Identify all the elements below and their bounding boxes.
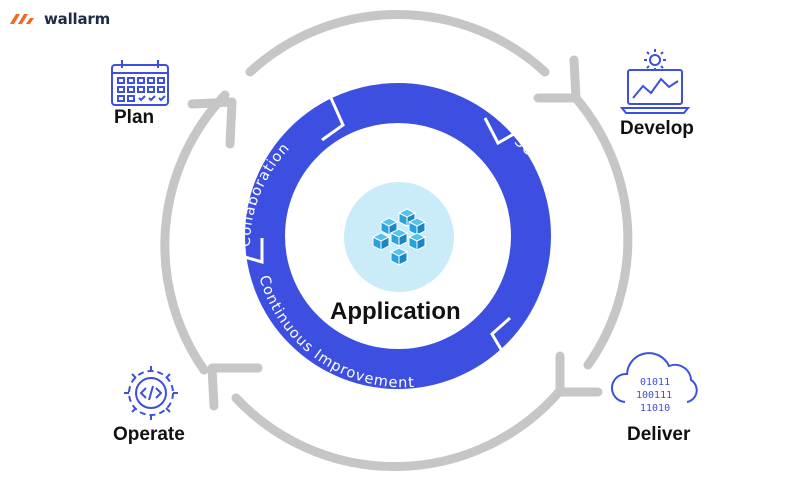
arrowhead-top-right-icon xyxy=(533,55,581,103)
cloud-binary-icon: 01011 100111 11010 xyxy=(610,352,698,414)
wallarm-logo-icon xyxy=(10,14,34,24)
calendar-icon xyxy=(111,60,169,106)
application-center xyxy=(344,182,454,292)
code-gear-icon xyxy=(124,366,178,420)
brand-logo: wallarm xyxy=(8,6,110,32)
step-plan: Plan xyxy=(114,107,155,128)
cubes-icon xyxy=(371,208,427,266)
application-title: Application xyxy=(330,298,461,325)
step-deliver: Deliver xyxy=(627,424,691,445)
arrowhead-bottom-left-icon xyxy=(207,363,263,411)
svg-text:100111: 100111 xyxy=(636,390,672,401)
step-operate: Operate xyxy=(113,424,185,445)
svg-text:11010: 11010 xyxy=(640,403,670,414)
brand-name: wallarm xyxy=(44,10,111,28)
arrowhead-bottom-right-icon xyxy=(555,351,603,397)
laptop-chart-icon xyxy=(619,49,691,114)
arrowhead-top-left-icon xyxy=(187,97,237,149)
cycle-arrows xyxy=(160,10,633,472)
svg-text:01011: 01011 xyxy=(640,377,670,388)
step-develop: Develop xyxy=(620,118,694,139)
